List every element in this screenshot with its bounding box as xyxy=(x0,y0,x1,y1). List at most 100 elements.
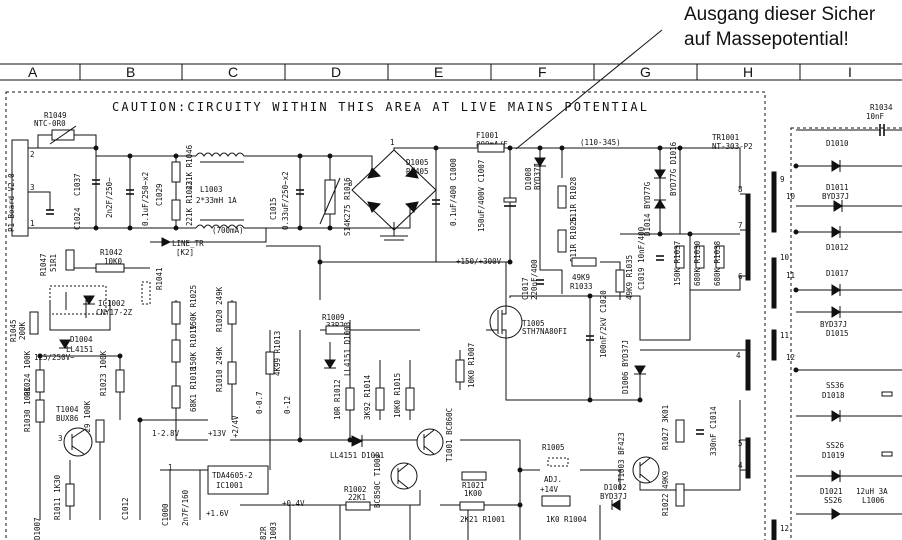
svg-text:D1015: D1015 xyxy=(826,329,849,338)
svg-text:12: 12 xyxy=(780,524,789,533)
resistor-r1035: 49K9 R1035 xyxy=(615,255,634,300)
svg-text:BYD37J: BYD37J xyxy=(533,163,542,190)
svg-text:IC1001: IC1001 xyxy=(216,481,243,490)
resistor-r1025: 150K R1025 xyxy=(171,285,198,330)
svg-text:SS26: SS26 xyxy=(824,496,843,505)
svg-text:2*33mH 1A: 2*33mH 1A xyxy=(196,196,237,205)
svg-text:TR1001: TR1001 xyxy=(712,133,739,142)
resistor-r1014: 3K92 R1014 xyxy=(363,374,385,420)
svg-text:T1001 BC860C: T1001 BC860C xyxy=(445,408,454,462)
svg-text:LL4151 D1003: LL4151 D1003 xyxy=(343,322,352,376)
svg-text:D1010: D1010 xyxy=(826,139,849,148)
svg-text:+14V: +14V xyxy=(540,485,559,494)
resistor-r1037: 150K R1037 xyxy=(673,241,685,286)
line-tr-label: LINE_TR xyxy=(172,239,204,248)
svg-text:NT-303-P2: NT-303-P2 xyxy=(712,142,753,151)
line-tr-arrow xyxy=(161,237,172,247)
svg-text:C1015: C1015 xyxy=(269,197,278,220)
svg-text:150K R1019: 150K R1019 xyxy=(189,325,198,370)
svg-text:LL4151: LL4151 xyxy=(66,345,93,354)
svg-text:150K R1025: 150K R1025 xyxy=(189,285,198,330)
svg-text:R1020 249K: R1020 249K xyxy=(215,286,224,332)
resistor-r1024: R1024 100K xyxy=(23,350,45,396)
svg-text:R1042: R1042 xyxy=(100,248,123,257)
svg-text:8: 8 xyxy=(738,185,743,194)
transformer-tr1001: TR1001 NT-303-P2 8 7 6 4 5 4 xyxy=(712,133,753,479)
svg-text:ADJ.: ADJ. xyxy=(544,475,562,484)
svg-text:R1045: R1045 xyxy=(9,319,18,342)
inductor-l1003: L1003 2*33mH 1A (700mA) xyxy=(195,152,270,235)
svg-text:10: 10 xyxy=(786,192,796,201)
diode-d1003: LL4151 D1003 xyxy=(324,322,352,376)
svg-text:R1027 3K01: R1027 3K01 xyxy=(661,405,670,450)
svg-text:R1002: R1002 xyxy=(344,485,367,494)
diode-d1008: D1008 BYD37J xyxy=(524,157,546,190)
svg-text:10K0: 10K0 xyxy=(104,257,123,266)
svg-text:BYD37J: BYD37J xyxy=(822,192,849,201)
transistor-t1002: BC850C T1002 xyxy=(373,454,418,508)
svg-text:D1012: D1012 xyxy=(826,243,849,252)
svg-text:T1003 BF423: T1003 BF423 xyxy=(617,432,626,482)
capacitor-c1017: C1017 220nF/400 xyxy=(521,259,544,300)
resistor-r1020: R1020 249K xyxy=(215,286,237,332)
svg-text:150uF/400V C1007: 150uF/400V C1007 xyxy=(477,160,486,232)
resistor-r1019: 150K R1019 xyxy=(171,325,198,370)
capacitor-c1029: 0.1uF/250~x2 C1029 xyxy=(126,172,164,226)
transistor-t1001: T1001 BC860C xyxy=(416,408,454,462)
resistor-r1012: 10R R1012 xyxy=(333,379,355,420)
voltage-012: 0-12 xyxy=(283,396,292,414)
voltage-16: +1.6V xyxy=(206,509,229,518)
svg-text:150K R1037: 150K R1037 xyxy=(673,241,682,286)
svg-text:0.1uF/400 C1000: 0.1uF/400 C1000 xyxy=(449,158,458,226)
svg-text:F1001: F1001 xyxy=(476,131,499,140)
svg-text:2n2F/250~: 2n2F/250~ xyxy=(105,177,114,218)
resistor-r1007: 10K0 R1007 xyxy=(455,343,476,388)
transistor-t1004: T1004 BUX86 3 xyxy=(56,405,93,457)
svg-text:680K R1038: 680K R1038 xyxy=(713,240,722,286)
svg-text:221K R1046: 221K R1046 xyxy=(185,144,194,190)
svg-text:330nF C1014: 330nF C1014 xyxy=(709,406,718,456)
svg-text:511R R1028: 511R R1028 xyxy=(569,176,578,222)
svg-text:R1033: R1033 xyxy=(570,282,593,291)
svg-text:R1034: R1034 xyxy=(870,103,893,112)
resistor-r1029: R1029 100K xyxy=(83,400,105,446)
svg-text:TDA4605-2: TDA4605-2 xyxy=(212,471,253,480)
resistor-r1047: R1047 51R1 xyxy=(39,249,75,276)
svg-text:BC850C T1002: BC850C T1002 xyxy=(373,454,382,508)
svg-text:D1008: D1008 xyxy=(524,167,533,190)
svg-text:49K9 R1035: 49K9 R1035 xyxy=(625,255,634,300)
svg-text:C1017: C1017 xyxy=(521,277,530,300)
range-label: (110-345) xyxy=(580,138,621,147)
resistor-r1041: R1041 xyxy=(141,267,164,305)
svg-text:D1018: D1018 xyxy=(822,391,845,400)
svg-text:2K21 R1001: 2K21 R1001 xyxy=(460,515,505,524)
svg-text:BYD37J: BYD37J xyxy=(820,320,847,329)
svg-text:C1029: C1029 xyxy=(155,183,164,206)
svg-text:R1022 49K9: R1022 49K9 xyxy=(661,471,670,516)
svg-text:R1049: R1049 xyxy=(44,111,67,120)
svg-text:L1003: L1003 xyxy=(200,185,223,194)
warning-callout: Ausgang dieser Sicher auf Massepotential… xyxy=(684,2,875,52)
voltage-24v: +2/4V xyxy=(231,415,240,438)
secondary-components: 9 10 10 11 11 12 12 R1034 10nF D1010 D10… xyxy=(771,103,902,540)
svg-text:4: 4 xyxy=(738,461,743,470)
svg-text:IC1002: IC1002 xyxy=(98,299,125,308)
resistor-r1015: 10K0 R1015 xyxy=(393,373,415,418)
svg-text:R1041: R1041 xyxy=(155,267,164,290)
resistor-r1011: R1011 1K30 xyxy=(53,474,75,520)
svg-text:1: 1 xyxy=(390,138,395,147)
svg-text:R1023 100K: R1023 100K xyxy=(99,350,108,396)
column-label-a: A xyxy=(28,64,38,80)
capacitor-c1015: C1015 0.33uF/250~x2 xyxy=(269,171,304,230)
svg-text:680K R1030: 680K R1030 xyxy=(693,240,702,286)
bridge-rectifier-d1005: D1005 RS405 3 1 xyxy=(348,138,437,231)
svg-text:BYD37J: BYD37J xyxy=(600,492,627,501)
svg-text:0.1uF/250~x2: 0.1uF/250~x2 xyxy=(141,172,150,226)
svg-text:R1029 100K: R1029 100K xyxy=(83,400,92,446)
svg-text:220nF/400: 220nF/400 xyxy=(530,259,539,300)
svg-text:0.33uF/250~x2: 0.33uF/250~x2 xyxy=(281,171,290,230)
capacitor-c1037: C1037 2n2F/250~ xyxy=(73,173,114,218)
svg-text:P1-Board V2.0: P1-Board V2.0 xyxy=(7,173,16,232)
resistor-r1038: 680K R1038 xyxy=(713,240,725,286)
